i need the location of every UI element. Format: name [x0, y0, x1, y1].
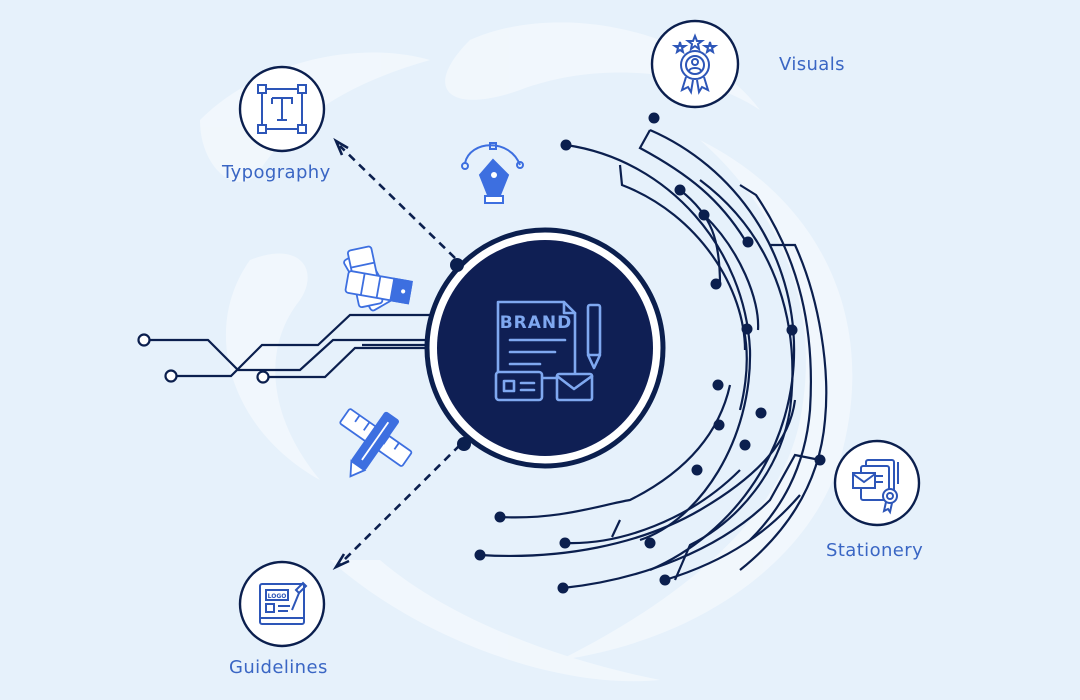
arrow-to-typography: [333, 137, 456, 259]
node-typography: [238, 65, 326, 153]
documents-certificate-icon: [852, 459, 899, 515]
node-visuals: [650, 19, 740, 109]
brand-kit-icon: [494, 300, 602, 402]
node-guidelines: LOGO: [238, 560, 326, 648]
node-label-visuals: Visuals: [779, 54, 845, 75]
logo-mark-text: LOGO: [268, 593, 287, 600]
arrow-to-guidelines: [332, 444, 461, 570]
ruler-pencil-icon: [339, 408, 413, 478]
color-swatches-icon: [343, 245, 413, 312]
node-label-guidelines: Guidelines: [229, 657, 328, 678]
text-frame-icon: [257, 84, 307, 134]
center-badge-text: BRAND: [500, 313, 573, 333]
logo-book-icon: [259, 581, 308, 625]
award-badge-icon: [671, 33, 719, 95]
node-label-typography: Typography: [222, 162, 331, 183]
node-stationery: [833, 439, 921, 527]
right-circuit-nodes: [474, 112, 826, 594]
node-label-stationery: Stationery: [826, 540, 924, 561]
center-hub: [424, 227, 666, 469]
left-circuit: [137, 313, 430, 384]
right-circuit: [479, 128, 828, 590]
pen-tool-icon: [461, 142, 524, 204]
